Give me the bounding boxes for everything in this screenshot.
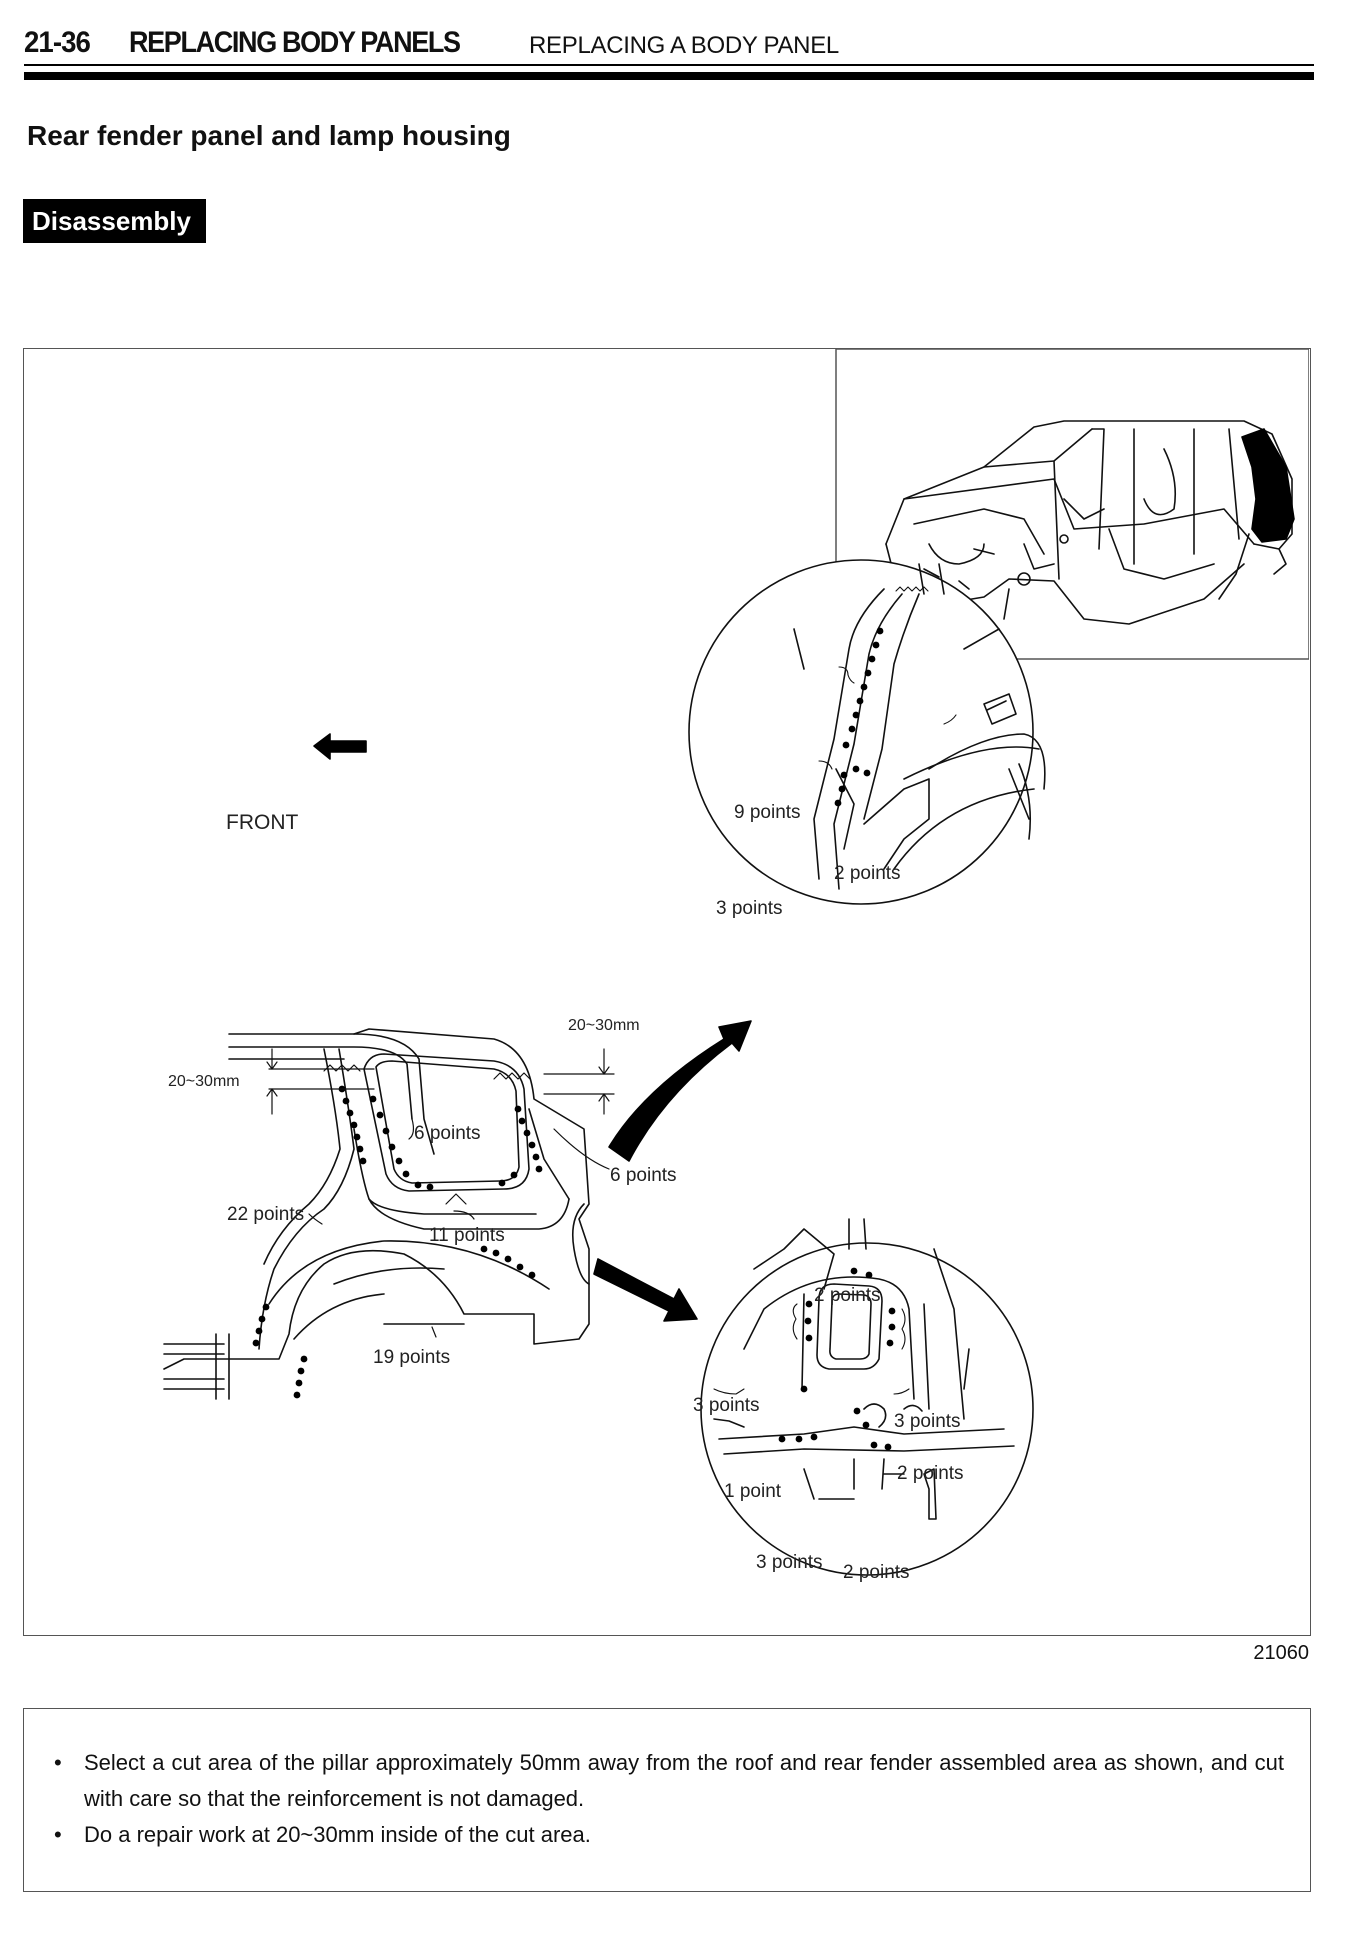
label-one-point: 1 point: [724, 1481, 782, 1502]
dim-label-left: 20~30mm: [168, 1073, 240, 1090]
label-two-points-lower-top: 2 points: [814, 1285, 881, 1306]
figure-id: 21060: [1253, 1642, 1309, 1664]
car-body-inset-illustration: [885, 420, 1295, 625]
dimension-top: [543, 1048, 615, 1115]
notes-list: Select a cut area of the pillar approxim…: [52, 1745, 1284, 1853]
page-number: 21-36: [24, 26, 91, 59]
subchapter-title: REPLACING A BODY PANEL: [529, 32, 839, 59]
page-header: 21-36 REPLACING BODY PANELS REPLACING A …: [24, 26, 1314, 60]
disassembly-tag: Disassembly: [23, 199, 206, 243]
lower-detail-circle: [700, 1242, 1034, 1576]
label-nine-points: 9 points: [734, 802, 801, 823]
weld-points-upper: [834, 627, 884, 807]
figure-frame: FRONT 20~30mm 20~30mm 6 points 6 points …: [23, 348, 1311, 1636]
label-three-points-lower-right: 3 points: [894, 1411, 961, 1432]
front-label: FRONT: [226, 811, 298, 834]
weld-points-main: [252, 1085, 543, 1399]
label-two-points-lower-bottom: 2 points: [843, 1562, 910, 1583]
label-six-points-b: 6 points: [610, 1165, 677, 1186]
note-item: Do a repair work at 20~30mm inside of th…: [52, 1817, 1284, 1853]
chapter-title: REPLACING BODY PANELS: [129, 26, 461, 59]
note-item: Select a cut area of the pillar approxim…: [52, 1745, 1284, 1817]
header-rule-thick: [24, 72, 1314, 80]
rear-fender-side-view: [163, 1028, 590, 1400]
dimension-left: [266, 1048, 375, 1115]
body-panel-diagram: FRONT 20~30mm 20~30mm 6 points 6 points …: [163, 349, 1309, 1583]
label-three-points-upper: 3 points: [716, 898, 783, 919]
label-eleven-points: 11 points: [429, 1225, 505, 1246]
weld-points-lower: [778, 1267, 896, 1451]
cut-line-left: [323, 1064, 361, 1072]
diagram-labels: FRONT 20~30mm 20~30mm 6 points 6 points …: [168, 802, 964, 1583]
label-two-points-upper: 2 points: [834, 863, 901, 884]
label-three-points-lower-left: 3 points: [693, 1395, 760, 1416]
section-title: Rear fender panel and lamp housing: [27, 120, 511, 151]
label-twentytwo-points: 22 points: [227, 1204, 304, 1225]
upper-detail-circle: [688, 559, 1034, 905]
arrow-to-upper-detail: [608, 1020, 752, 1162]
label-three-points-lower-bottom: 3 points: [756, 1552, 823, 1573]
label-two-points-lower-mid: 2 points: [897, 1463, 964, 1484]
cut-line-right: [493, 1072, 531, 1080]
dim-label-top: 20~30mm: [568, 1017, 640, 1034]
label-six-points-a: 6 points: [414, 1123, 481, 1144]
header-rule-thin: [24, 64, 1314, 66]
lower-detail-art: [713, 1218, 1015, 1520]
arrow-to-lower-detail: [593, 1258, 698, 1322]
front-arrow-icon: [313, 733, 367, 760]
notes-box: Select a cut area of the pillar approxim…: [23, 1708, 1311, 1892]
upper-detail-art: [793, 563, 1046, 890]
label-nineteen-points: 19 points: [373, 1347, 450, 1368]
